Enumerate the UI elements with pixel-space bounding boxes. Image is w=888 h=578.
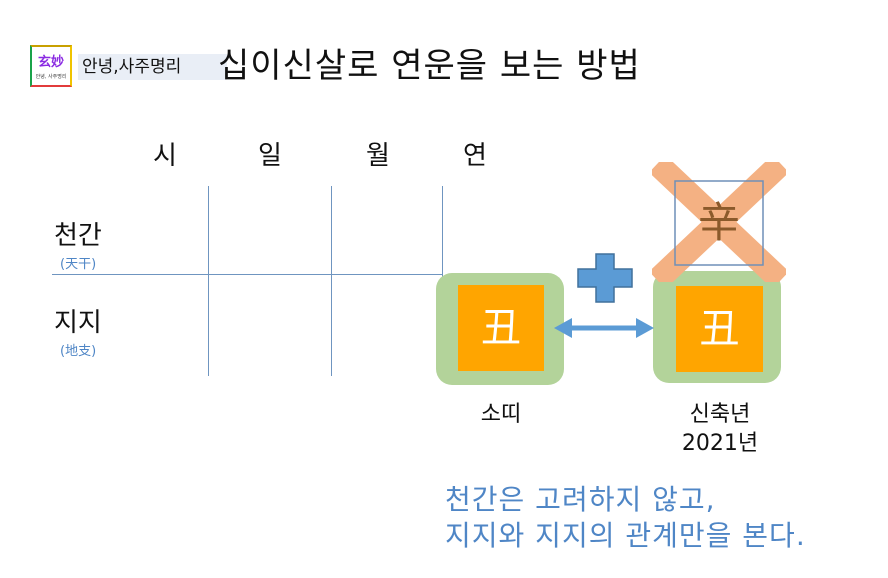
cross-icon (652, 162, 786, 282)
crossed-stem-char: 辛 (697, 198, 740, 247)
brand-label: 안녕,사주명리 (78, 54, 227, 80)
plus-icon (577, 253, 633, 303)
note-line-1: 천간은 고려하지 않고, (445, 483, 716, 516)
column-header-day: 일 (258, 141, 282, 171)
grid-line (331, 186, 332, 376)
column-header-year: 연 (463, 141, 487, 171)
column-header-month: 월 (366, 141, 390, 171)
annual-caption-line2: 2021년 (681, 431, 759, 456)
year-branch-char: 丑 (458, 285, 544, 371)
note-line-2: 지지와 지지의 관계만을 본다. (445, 519, 806, 552)
grid-line (208, 186, 209, 376)
column-header-hour: 시 (153, 141, 177, 171)
logo-sub-text: 안녕, 사주명리 (35, 74, 67, 80)
grid-line (52, 274, 442, 275)
year-branch-caption: 소띠 (480, 402, 522, 427)
page-title: 십이신살로 연운을 보는 방법 (218, 46, 641, 86)
row-label-earthly-branch: 지지 (54, 308, 102, 338)
double-arrow-icon (554, 318, 654, 338)
row-label-heavenly-stem: 천간 (54, 221, 102, 251)
row-sub-earthly-branch: (地支) (60, 344, 97, 359)
annual-caption-line1: 신축년 (689, 402, 751, 427)
row-sub-heavenly-stem: (天干) (60, 257, 97, 272)
annual-branch-char: 丑 (676, 286, 763, 372)
logo-main-text: 玄妙 (37, 55, 64, 70)
logo: 玄妙 안녕, 사주명리 (30, 45, 72, 87)
